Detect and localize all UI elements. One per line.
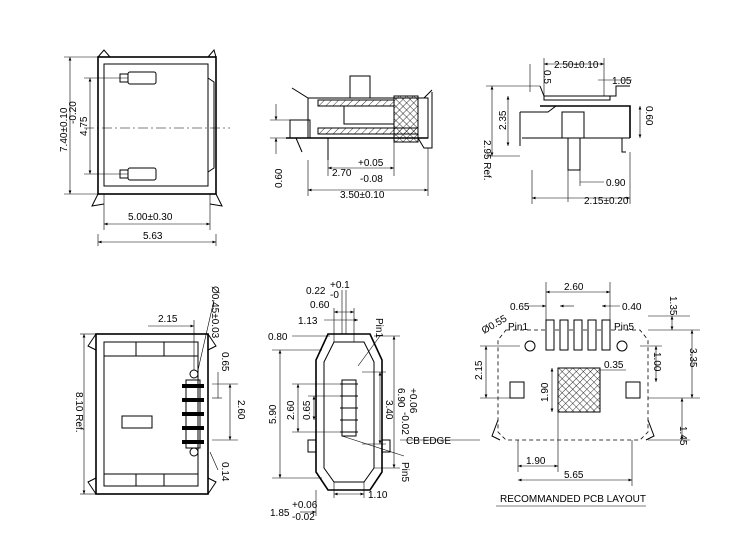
dim-right1: 1.35 (667, 296, 678, 316)
dim-top: 2.60 (564, 282, 584, 293)
dim-height: 0.60 (274, 168, 285, 188)
front-view: 0.22 +0.1 -0 0.60 1.13 0.80 5.90 2.60 0.… (268, 280, 480, 523)
dim-left2: 2.60 (286, 400, 297, 420)
label-pin1: Pin1 (373, 318, 384, 338)
dim-span: 2.60 (235, 400, 246, 420)
dim-depth-tol-minus: -0.08 (360, 174, 383, 185)
dim-bottom2-tol-minus: -0.02 (292, 512, 315, 523)
dim-tail: 0.14 (219, 462, 230, 482)
dim-bottom2: 5.65 (564, 470, 584, 481)
dim-e: 0.60 (643, 106, 654, 126)
pcb-layout-title: RECOMMANDED PCB LAYOUT (500, 494, 646, 505)
dim-top1-tol-plus: +0.1 (330, 280, 350, 291)
side-section-view: 2.70 +0.05 -0.08 3.50±0.10 0.60 (270, 75, 433, 201)
dim-hole: Ø0.55 (480, 313, 509, 336)
dim-bottom2-tol-plus: +0.06 (292, 500, 318, 511)
dim-depth-tol-plus: +0.05 (358, 158, 384, 169)
dim-b: 2.50±0.10 (554, 60, 599, 71)
dim-top3: 1.13 (298, 316, 318, 327)
dim-right1: 6.90 (395, 388, 406, 408)
dim-pitch: 0.65 (219, 352, 230, 372)
dim-total: 3.50±0.10 (340, 190, 385, 201)
dim-g: 2.15±0.20 (584, 196, 629, 207)
dim-hole: Ø0.45±0.03 (209, 286, 220, 339)
dim-center-h: 0.35 (604, 360, 624, 371)
dim-left3: 0.65 (302, 400, 313, 420)
label-pin5: Pin5 (614, 322, 634, 333)
dim-right2: 3.35 (687, 348, 698, 368)
label-pin1: Pin1 (508, 322, 528, 333)
dim-right3: 1.00 (651, 352, 662, 372)
dim-left: 2.15 (474, 360, 485, 380)
top-view: 5.00±0.30 5.63 4.75 7.40±0.10 -0.20 (59, 48, 230, 246)
dim-a: 0.5 (541, 70, 552, 84)
dim-c: 1.05 (612, 76, 632, 87)
dim-pitch: 0.65 (510, 302, 530, 313)
dim-ref: 2.95 Ref. (481, 140, 492, 181)
dim-right1-tol-minus: -0.02 (399, 412, 410, 435)
dim-top1-tol-minus: -0 (330, 290, 339, 301)
dim-center-v: 1.90 (540, 382, 551, 402)
dim-right2: 3.40 (383, 400, 394, 420)
pcb-layout-view: 2.60 0.65 0.40 1.35 3.35 1.00 1.45 Ø0.55… (474, 282, 700, 507)
dim-top1: 0.22 (306, 286, 326, 297)
dim-width: 5.00±0.30 (128, 212, 173, 223)
dim-top4: 0.80 (268, 332, 288, 343)
dim-offset: 2.15 (158, 314, 178, 325)
dim-overall: 5.63 (143, 231, 163, 242)
dim-left1: 5.90 (268, 404, 279, 424)
dim-top2: 0.60 (310, 300, 330, 311)
dim-bottom2: 1.85 (270, 508, 290, 519)
bottom-view: Ø0.45±0.03 2.15 0.65 2.60 8.10 Ref. 0.14 (73, 286, 246, 495)
dim-pitch: 4.75 (79, 116, 90, 136)
dim-length-tol: -0.20 (68, 101, 79, 124)
dim-bottom1: 1.90 (526, 456, 546, 467)
end-section-view: 0.5 2.50±0.10 1.05 2.35 2.95 Ref. 0.60 0… (481, 58, 654, 207)
dim-depth: 2.70 (332, 168, 352, 179)
dim-ref: 8.10 Ref. (73, 392, 84, 433)
label-pin5: Pin5 (399, 462, 410, 482)
dim-d: 2.35 (498, 110, 509, 130)
dim-pad: 0.40 (622, 302, 642, 313)
dim-right4: 1.45 (677, 426, 688, 446)
dim-length: 7.40±0.10 (59, 107, 70, 152)
dim-f: 0.90 (606, 178, 626, 189)
dim-bottom1: 1.10 (368, 490, 388, 501)
label-pcb-edge: CB EDGE (406, 436, 451, 447)
dim-right1-tol-plus: +0.06 (407, 388, 418, 414)
